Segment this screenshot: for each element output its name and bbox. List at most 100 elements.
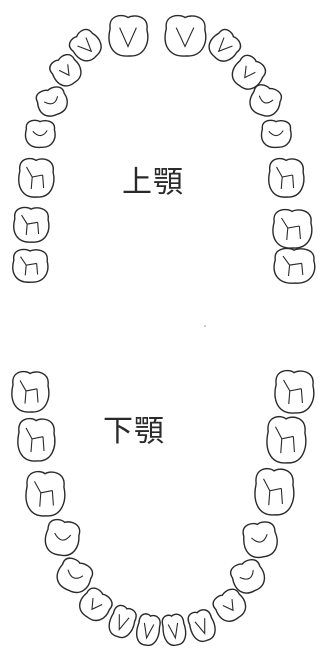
upper-left-third-molar-groove bbox=[282, 255, 304, 276]
upper-right-first-premolar-groove bbox=[44, 96, 59, 105]
lower-right-second-molar-outline bbox=[17, 417, 56, 462]
lower-right-lateral-incisor-outline bbox=[108, 604, 137, 639]
lower-left-first-molar-groove bbox=[263, 478, 283, 506]
lower-left-first-premolar-groove bbox=[239, 570, 254, 580]
upper-right-canine-groove bbox=[58, 64, 70, 77]
lower-right-third-molar-groove bbox=[19, 380, 39, 404]
upper-left-second-premolar-groove bbox=[268, 130, 284, 137]
lower-left-third-molar bbox=[274, 369, 315, 414]
upper-left-second-molar-groove bbox=[281, 217, 301, 241]
lower-right-canine-groove bbox=[91, 598, 103, 611]
upper-left-central-incisor-groove bbox=[175, 27, 195, 48]
lower-right-central-incisor-outline bbox=[136, 613, 161, 647]
upper-left-first-premolar-groove bbox=[258, 95, 274, 104]
lower-left-first-molar bbox=[254, 467, 295, 516]
upper-left-central-incisor-outline bbox=[164, 14, 207, 57]
lower-right-second-molar-groove bbox=[25, 427, 45, 453]
upper-arch bbox=[12, 14, 316, 284]
lower-left-central-incisor bbox=[161, 613, 187, 647]
upper-right-second-molar-outline bbox=[13, 206, 50, 243]
center-dot bbox=[204, 325, 206, 327]
upper-right-first-molar-outline bbox=[18, 157, 55, 198]
lower-left-second-molar-groove bbox=[275, 426, 295, 454]
upper-left-first-premolar bbox=[249, 84, 282, 117]
upper-right-lateral-incisor bbox=[68, 28, 102, 62]
upper-right-second-molar-groove bbox=[21, 214, 40, 235]
lower-left-first-premolar-outline bbox=[230, 558, 266, 594]
lower-right-canine bbox=[79, 587, 113, 622]
lower-left-lateral-incisor-outline bbox=[187, 609, 216, 642]
lower-right-second-premolar-groove bbox=[54, 532, 72, 541]
upper-right-canine-outline bbox=[49, 53, 82, 87]
lower-right-first-molar-groove bbox=[34, 481, 54, 507]
lower-left-third-molar-outline bbox=[274, 369, 315, 414]
lower-left-second-molar bbox=[266, 415, 307, 464]
upper-right-central-incisor-outline bbox=[108, 14, 149, 57]
lower-right-central-incisor-groove bbox=[143, 622, 155, 640]
upper-right-first-molar-groove bbox=[26, 166, 45, 190]
upper-right-canine bbox=[49, 53, 82, 87]
lower-left-second-premolar-outline bbox=[242, 521, 278, 559]
lower-right-first-molar-outline bbox=[25, 470, 66, 517]
upper-right-first-premolar bbox=[35, 86, 68, 117]
lower-left-third-molar-groove bbox=[283, 379, 303, 405]
upper-jaw-label: 上顎 bbox=[122, 165, 184, 200]
upper-left-canine-groove bbox=[244, 65, 256, 79]
lower-left-canine-groove bbox=[222, 599, 234, 612]
upper-right-second-premolar-groove bbox=[32, 130, 48, 137]
lower-right-lateral-incisor-groove bbox=[118, 614, 130, 632]
upper-right-central-incisor bbox=[108, 14, 149, 57]
upper-right-third-molar-groove bbox=[20, 256, 39, 276]
upper-left-central-incisor bbox=[164, 14, 207, 57]
lower-left-second-premolar-groove bbox=[251, 533, 268, 543]
lower-arch bbox=[11, 369, 315, 647]
upper-right-first-molar bbox=[18, 157, 55, 198]
upper-right-third-molar-outline bbox=[12, 248, 49, 283]
lower-right-first-molar bbox=[25, 470, 66, 517]
lower-right-second-molar bbox=[17, 417, 56, 462]
lower-right-third-molar bbox=[11, 370, 50, 413]
upper-right-third-molar bbox=[12, 248, 49, 283]
lower-left-first-molar-outline bbox=[254, 467, 295, 516]
lower-left-lateral-incisor bbox=[187, 609, 216, 642]
lower-right-second-premolar-outline bbox=[44, 518, 81, 557]
upper-left-first-premolar-outline bbox=[249, 84, 282, 117]
lower-right-first-premolar-groove bbox=[67, 569, 84, 579]
lower-jaw-label: 下顎 bbox=[103, 414, 165, 449]
upper-right-first-premolar-outline bbox=[35, 86, 68, 117]
upper-right-lateral-incisor-outline bbox=[68, 28, 102, 62]
upper-right-lateral-incisor-groove bbox=[77, 37, 93, 53]
upper-right-second-molar bbox=[13, 206, 50, 243]
upper-left-second-molar-outline bbox=[272, 208, 313, 249]
lower-right-lateral-incisor bbox=[108, 604, 137, 639]
upper-left-lateral-incisor-outline bbox=[208, 28, 242, 62]
lower-left-lateral-incisor-groove bbox=[194, 618, 206, 636]
lower-left-central-incisor-outline bbox=[161, 613, 187, 647]
lower-right-first-premolar bbox=[56, 557, 94, 594]
upper-left-lateral-incisor-groove bbox=[217, 37, 233, 53]
upper-left-second-premolar bbox=[260, 119, 292, 149]
upper-left-first-molar-outline bbox=[268, 157, 305, 198]
upper-left-canine bbox=[231, 54, 267, 90]
upper-right-second-premolar bbox=[24, 119, 56, 149]
lower-right-canine-outline bbox=[79, 587, 113, 622]
lower-left-central-incisor-groove bbox=[167, 622, 179, 640]
lower-left-second-molar-outline bbox=[266, 415, 307, 464]
lower-left-canine bbox=[212, 588, 247, 622]
lower-right-first-premolar-outline bbox=[56, 557, 94, 594]
upper-right-second-premolar-outline bbox=[24, 119, 56, 149]
lower-left-canine-outline bbox=[212, 588, 247, 622]
upper-left-first-molar bbox=[268, 157, 305, 198]
lower-right-third-molar-outline bbox=[11, 370, 50, 413]
lower-right-second-premolar bbox=[44, 518, 81, 557]
upper-left-second-molar bbox=[272, 208, 313, 249]
lower-left-second-premolar bbox=[242, 521, 278, 559]
upper-left-third-molar-outline bbox=[273, 247, 316, 284]
upper-right-central-incisor-groove bbox=[119, 27, 137, 48]
upper-left-third-molar bbox=[273, 247, 316, 284]
upper-left-lateral-incisor bbox=[208, 28, 242, 62]
upper-left-first-molar-groove bbox=[276, 166, 295, 190]
upper-left-second-premolar-outline bbox=[260, 119, 292, 149]
lower-left-first-premolar bbox=[230, 558, 266, 594]
